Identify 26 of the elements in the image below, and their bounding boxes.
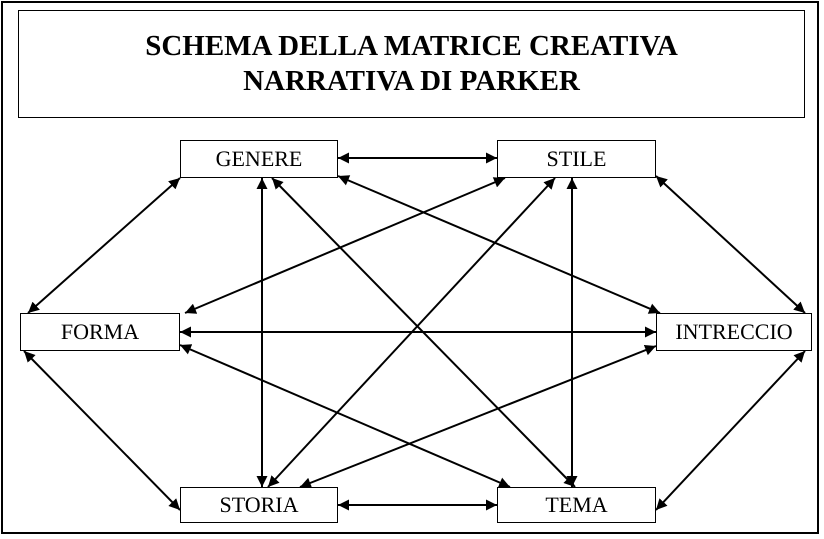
title: SCHEMA DELLA MATRICE CREATIVA NARRATIVA DI PARKER xyxy=(144,29,679,99)
concept-label: TEMA xyxy=(545,492,608,518)
concept-box xyxy=(180,487,338,523)
double-arrow xyxy=(180,326,656,338)
double-arrow xyxy=(300,344,656,488)
concept-box xyxy=(497,487,656,523)
double-arrow xyxy=(655,350,806,511)
concept-label: STILE xyxy=(546,146,606,172)
double-arrow xyxy=(180,344,510,488)
concept-box xyxy=(180,140,338,178)
double-arrow xyxy=(27,177,181,314)
double-arrow xyxy=(338,152,497,164)
concept-label: FORMA xyxy=(60,319,140,345)
concept-label: STORIA xyxy=(219,492,299,518)
double-arrow xyxy=(338,500,497,510)
double-arrow xyxy=(338,175,660,314)
double-arrow xyxy=(566,178,578,487)
double-arrow xyxy=(655,175,806,314)
concept-box xyxy=(656,313,812,351)
concept-label: INTRECCIO xyxy=(675,319,793,345)
concept-box xyxy=(20,313,180,351)
double-arrow xyxy=(184,177,506,314)
concept-box xyxy=(497,140,656,178)
double-arrow xyxy=(256,178,268,487)
concept-label: GENERE xyxy=(216,146,302,172)
double-arrow xyxy=(23,350,181,511)
